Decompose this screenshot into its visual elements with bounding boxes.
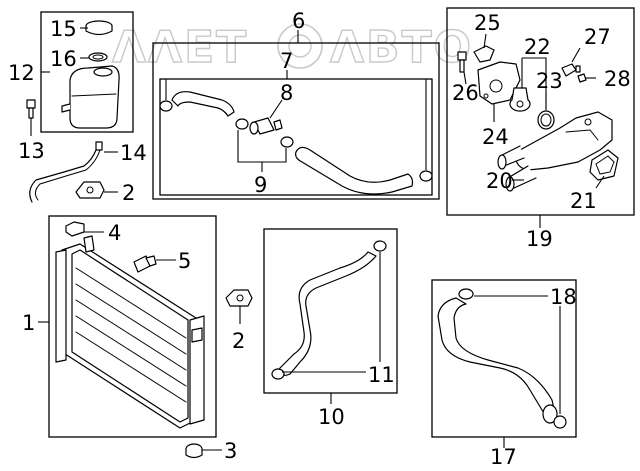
- thermostat-part: [509, 87, 531, 112]
- radiator-bracket-part: [225, 289, 253, 307]
- coolant-reservoir-part: [61, 65, 120, 129]
- watermark-logo: ΛΛΕΤ ΛΒΤΟ: [111, 21, 473, 73]
- radiator-cap-part: [65, 221, 85, 237]
- upper-hose-part-b: [295, 146, 414, 195]
- callout-7: 7: [280, 49, 293, 73]
- callout-25: 25: [474, 11, 501, 35]
- upper-hose-group-box: [152, 42, 440, 200]
- thermostat-bolt-part: [457, 51, 467, 73]
- svg-text:ΛΒΤΟ: ΛΒΤΟ: [330, 22, 473, 73]
- temp-sensor-part: [561, 63, 581, 77]
- hose-clamp-f: [271, 368, 285, 380]
- callout-1: 1: [22, 311, 35, 335]
- callout-labels: 15 16 12 13 14 2 4 5 1 3 2 6 7 8 9 10 11…: [8, 9, 631, 469]
- bypass-hose-part: [437, 297, 558, 424]
- water-outlet-housing-part: [497, 111, 613, 192]
- callout-28: 28: [604, 67, 631, 91]
- sensor-bracket-part: [473, 45, 495, 63]
- callout-18: 18: [550, 285, 577, 309]
- radiator-part: [55, 235, 205, 429]
- callout-13: 13: [18, 139, 45, 163]
- callout-15: 15: [50, 17, 77, 41]
- hose-bracket-part: [75, 181, 105, 199]
- lower-hose-part: [277, 251, 377, 376]
- hose-clamp-c: [280, 136, 294, 148]
- callout-14: 14: [120, 141, 147, 165]
- leader-lines: [30, 27, 605, 451]
- callout-23: 23: [536, 69, 563, 93]
- callout-19: 19: [526, 227, 553, 251]
- overflow-hose-part: [29, 141, 103, 203]
- callout-2a: 2: [122, 181, 135, 205]
- hose-clamp-d: [419, 170, 433, 182]
- callout-5: 5: [178, 249, 191, 273]
- callout-12: 12: [8, 61, 35, 85]
- drain-plug-part: [133, 255, 157, 273]
- callout-20: 20: [486, 169, 513, 193]
- callout-24: 24: [482, 125, 509, 149]
- callout-26: 26: [452, 81, 479, 105]
- sensor-clip-part: [577, 73, 587, 83]
- callout-6: 6: [292, 9, 305, 33]
- hose-clamp-h: [553, 415, 567, 429]
- callout-22: 22: [524, 35, 551, 59]
- hose-clamp-b: [235, 118, 249, 130]
- callout-9: 9: [254, 173, 267, 197]
- callout-17: 17: [490, 445, 517, 469]
- callout-11: 11: [368, 363, 395, 387]
- hose-clamp-a: [159, 100, 173, 112]
- hose-clamp-g: [458, 288, 474, 300]
- svg-text:ΛΛΕΤ: ΛΛΕΤ: [112, 22, 248, 73]
- callout-4: 4: [108, 221, 121, 245]
- reservoir-bolt-part: [26, 99, 36, 119]
- upper-hose-part-a: [171, 91, 235, 117]
- callout-3: 3: [224, 439, 237, 463]
- callout-10: 10: [318, 405, 345, 429]
- callout-27: 27: [584, 25, 611, 49]
- outlet-gasket-part: [589, 149, 619, 181]
- callout-16: 16: [50, 47, 77, 71]
- inner-hose-group-box: [159, 78, 433, 196]
- callout-2b: 2: [232, 329, 245, 353]
- callout-8: 8: [280, 81, 293, 105]
- bleed-valve-part: [249, 117, 283, 135]
- reservoir-cap-part: [85, 20, 113, 36]
- callout-21: 21: [570, 189, 597, 213]
- radiator-group-box: [48, 215, 217, 438]
- hose-clamp-e: [373, 240, 387, 252]
- reservoir-gasket-part: [88, 52, 108, 62]
- radiator-mount-part: [185, 443, 203, 459]
- thermostat-gasket-part: [537, 110, 555, 130]
